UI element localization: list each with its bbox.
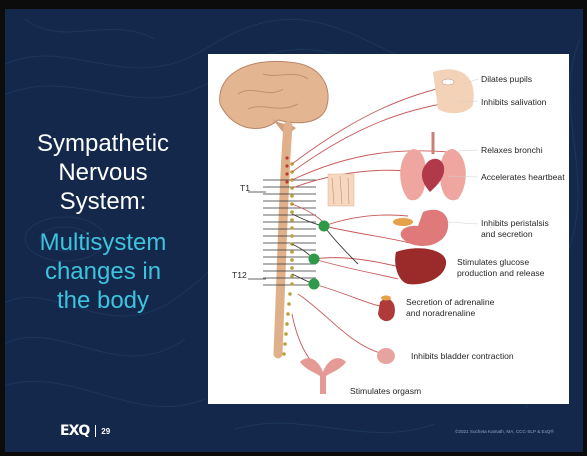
title-line: Nervous — [13, 158, 193, 187]
kidney-icon — [378, 299, 395, 321]
page-number: 29 — [101, 427, 110, 436]
spine-label-t1: T1 — [240, 183, 250, 193]
effect-label: Accelerates heartbeat — [481, 172, 565, 182]
stomach-icon — [401, 210, 449, 246]
effect-label: Relaxes bronchi — [481, 145, 543, 155]
effect-label: Inhibits peristalsis — [481, 218, 549, 228]
reproductive-organ-icon — [300, 358, 346, 394]
effect-label: Stimulates orgasm — [350, 386, 421, 396]
effect-label: Inhibits salivation — [481, 97, 546, 107]
slide: Sympathetic Nervous System: Multisystem … — [5, 9, 583, 452]
brain-icon — [220, 61, 328, 136]
exq-logo: EXQ 29 — [60, 423, 110, 439]
effect-label: and noradrenaline — [406, 308, 475, 318]
liver-icon — [395, 248, 446, 284]
effect-label: production and release — [457, 268, 544, 278]
subtitle-line: changes in — [13, 257, 193, 286]
copyright-notice: ©2021 Sucheta Kamath, MA, CCC-SLP & ExQ® — [455, 429, 554, 434]
slide-title: Sympathetic Nervous System: Multisystem … — [13, 129, 193, 315]
heart-icon — [422, 159, 444, 192]
spinal-cord — [278, 126, 288, 354]
effect-label: Inhibits bladder contraction — [411, 351, 514, 361]
title-line: System: — [13, 187, 193, 216]
slide-subtitle: Multisystem changes in the body — [13, 228, 193, 315]
subtitle-line: Multisystem — [13, 228, 193, 257]
face-icon — [433, 69, 474, 113]
effect-label: Stimulates glucose — [457, 257, 529, 267]
sympathetic-nervous-system-illustration: T1 T12 Dilates pupils Inhibits salivatio… — [208, 54, 569, 404]
bladder-icon — [377, 348, 395, 364]
spine-label-t12: T12 — [232, 270, 247, 280]
effect-label: and secretion — [481, 229, 533, 239]
logo-divider — [95, 425, 96, 437]
title-line: Sympathetic — [13, 129, 193, 158]
effect-label: Dilates pupils — [481, 74, 532, 84]
logo-mark: EXQ — [60, 423, 89, 439]
effect-label: Secretion of adrenaline — [406, 297, 494, 307]
subtitle-line: the body — [13, 286, 193, 315]
